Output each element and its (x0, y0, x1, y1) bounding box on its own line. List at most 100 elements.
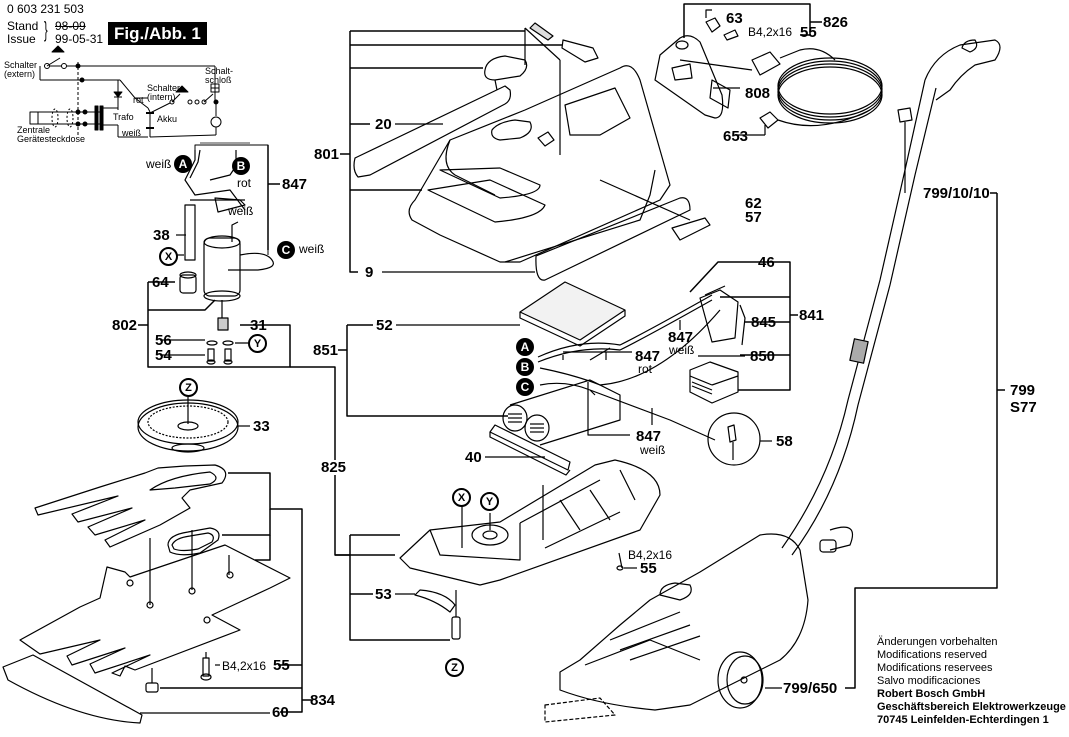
part-label-653[interactable]: 653 (723, 128, 749, 145)
wire-label-white-847a: weiß (669, 343, 695, 357)
part-label-33[interactable]: 33 (253, 418, 270, 435)
handle-pole (781, 39, 1001, 556)
strip-20 (353, 85, 512, 178)
blade-guard-60 (2, 654, 143, 724)
schematic-label-transformer: Trafo (113, 112, 134, 122)
part-label-31[interactable]: 31 (250, 317, 267, 334)
part-label-834[interactable]: 834 (310, 692, 336, 709)
stand-label: Stand (7, 19, 39, 33)
part-label-799[interactable]: 799 (1010, 382, 1036, 399)
part-number: 0 603 231 503 (7, 2, 84, 16)
switch-parts (484, 22, 599, 91)
wire-label-red-b: rot (237, 176, 252, 190)
part-label-841[interactable]: 841 (799, 307, 825, 324)
part-label-850[interactable]: 850 (750, 348, 776, 365)
part-label-847-red[interactable]: 847 (635, 348, 661, 365)
assembled-shear (544, 533, 809, 723)
part-label-54[interactable]: 54 (155, 347, 172, 364)
part-label-63[interactable]: 63 (726, 10, 743, 27)
figure-title: Fig./Abb. 1 (108, 22, 207, 45)
part-label-58[interactable]: 58 (776, 433, 793, 450)
part-label-s77[interactable]: S77 (1010, 399, 1037, 416)
part-label-62[interactable]: 62 (745, 195, 762, 212)
transformer-850 (689, 361, 739, 404)
label-62-57 (671, 217, 711, 241)
connector-a-badge-2: A (516, 338, 534, 356)
connector-c-badge-2: C (516, 378, 534, 396)
issue-label: Issue (7, 32, 36, 46)
wire-label-white-a: weiß (146, 157, 172, 171)
part-label-55-screw-spec: B4,2x16 (748, 25, 793, 39)
footer-notice: Änderungen vorbehalten Modifications res… (877, 636, 1066, 727)
gear-33 (137, 397, 250, 453)
part-label-57[interactable]: 57 (745, 209, 762, 226)
connector-y-marker: Y (248, 334, 267, 353)
battery-pack (502, 379, 621, 446)
switch-841 (699, 285, 746, 346)
schematic-label-socket: Zentrale Gerätesteckdose (17, 125, 86, 144)
wire-label-white-mid: weiß (228, 204, 254, 218)
part-label-9[interactable]: 9 (365, 264, 374, 281)
part-label-55-top[interactable]: 55 (800, 24, 817, 41)
wiring-schematic (29, 45, 222, 138)
connector-b-badge: B (232, 157, 250, 175)
connector-b-badge-2: B (516, 358, 534, 376)
wires-A-B-C (537, 294, 721, 441)
part-label-826[interactable]: 826 (823, 14, 849, 31)
strip-9 (535, 197, 691, 281)
part-label-53[interactable]: 53 (375, 586, 392, 603)
power-cord (751, 48, 883, 129)
part-label-847-battery[interactable]: 847 (636, 428, 662, 445)
part-label-60[interactable]: 60 (272, 704, 289, 721)
part-label-55-blade[interactable]: 55 (273, 657, 290, 674)
part-label-20[interactable]: 20 (375, 116, 392, 133)
schematic-label-switch-internal: Schalter (intern) (147, 83, 181, 102)
part-label-56[interactable]: 56 (155, 332, 172, 349)
part-label-851[interactable]: 851 (313, 342, 339, 359)
blade-lower (19, 530, 291, 677)
part-label-55-base-screw-spec: B4,2x16 (628, 548, 673, 562)
schematic-label-battery: Akku (157, 114, 178, 124)
part-label-799-650[interactable]: 799/650 (783, 680, 838, 697)
footer-line-de: Änderungen vorbehalten (877, 636, 998, 648)
part-53 (414, 589, 456, 613)
part-label-64[interactable]: 64 (152, 274, 169, 291)
part-label-845[interactable]: 845 (751, 314, 777, 331)
part-label-808[interactable]: 808 (745, 85, 771, 102)
part-label-38[interactable]: 38 (153, 227, 170, 244)
old-date: 98-09 (55, 19, 86, 33)
part-label-801[interactable]: 801 (314, 146, 340, 163)
footer-division: Geschäftsbereich Elektrowerkzeuge (877, 701, 1066, 713)
connector-z-marker: Z (179, 378, 198, 397)
wire-label-red-847: rot (638, 362, 653, 376)
footer-address: 70745 Leinfelden-Echterdingen 1 (877, 714, 1049, 726)
part-label-52[interactable]: 52 (376, 317, 393, 334)
housing-upper (408, 65, 671, 263)
part-label-799-10-10[interactable]: 799/10/10 (923, 185, 990, 202)
part-label-40[interactable]: 40 (465, 449, 482, 466)
blade-gasket (167, 527, 220, 556)
footer-line-es: Salvo modificaciones (877, 675, 981, 687)
connector-x-marker-2: X (452, 488, 471, 507)
wire-label-white-847c: weiß (640, 443, 666, 457)
brace: } (44, 17, 48, 42)
part-label-55-base[interactable]: 55 (640, 560, 657, 577)
part-label-46[interactable]: 46 (758, 254, 775, 271)
connector-y-marker-2: Y (480, 492, 499, 511)
connector-c-badge: C (277, 241, 295, 259)
terminal-detail-58 (707, 412, 761, 466)
connector-a-badge: A (174, 155, 192, 173)
part-label-802[interactable]: 802 (112, 317, 138, 334)
wire-label-white-c: weiß (299, 242, 325, 256)
part-label-55-blade-screw-spec: B4,2x16 (222, 659, 267, 673)
blade-upper (34, 464, 227, 548)
schematic-label-switch-lock: Schalt- schloß (205, 66, 234, 85)
schematic-label-red: rot (133, 95, 144, 105)
part-label-847-motor[interactable]: 847 (282, 176, 308, 193)
part-label-847-switch[interactable]: 847 (668, 329, 694, 346)
part-label-825[interactable]: 825 (321, 459, 347, 476)
footer-line-fr: Modifications reservees (877, 662, 993, 674)
connector-z-marker-2: Z (445, 658, 464, 677)
footer-company: Robert Bosch GmbH (877, 688, 986, 700)
